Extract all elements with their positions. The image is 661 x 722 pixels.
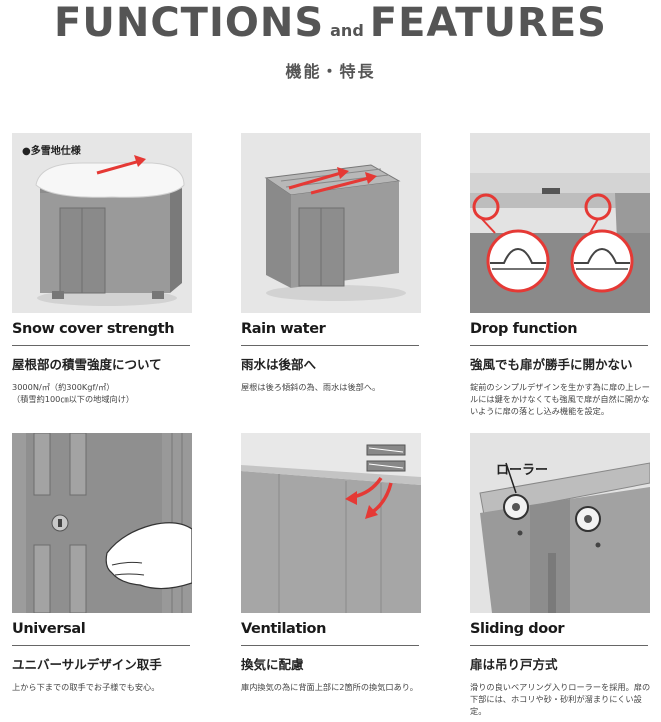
divider bbox=[470, 645, 648, 646]
title-features: FEATURES bbox=[369, 0, 607, 46]
roller-illustration: ローラー bbox=[470, 433, 650, 613]
feature-name: Snow cover strength bbox=[12, 321, 175, 337]
page-title: FUNCTIONS and FEATURES bbox=[0, 0, 661, 54]
roller-label: ローラー bbox=[496, 463, 549, 478]
feature-name: Rain water bbox=[241, 321, 326, 337]
feature-heading: 換気に配慮 bbox=[241, 657, 304, 672]
rain-shed-illustration bbox=[241, 133, 421, 313]
feature-name: Universal bbox=[12, 621, 86, 637]
divider bbox=[12, 645, 190, 646]
divider bbox=[241, 645, 419, 646]
feature-description: 3000N/㎡（約300Kgf/㎡） （積雪約100㎝以下の地域向け） bbox=[12, 382, 135, 404]
feature-heading: ユニバーサルデザイン取手 bbox=[12, 657, 162, 672]
feature-description: 庫内換気の為に背面上部に2箇所の換気口あり。 bbox=[241, 682, 418, 692]
feature-heading: 雨水は後部へ bbox=[241, 357, 317, 372]
feature-name: Sliding door bbox=[470, 621, 565, 637]
page-subtitle: 機能・特長 bbox=[285, 62, 376, 81]
feature-description: 錠前のシンプルデザインを生かす為に扉の上レー ルには鍵をかけなくても強風で扉が自… bbox=[470, 382, 650, 416]
feature-heading: 屋根部の積雪強度について bbox=[12, 357, 162, 372]
feature-heading: 扉は吊り戸方式 bbox=[470, 657, 558, 672]
vent-illustration bbox=[241, 433, 421, 613]
snow-shed-illustration: ●多雪地仕様 bbox=[12, 133, 192, 313]
door-rail-illustration bbox=[470, 133, 650, 313]
feature-description: 屋根は後ろ傾斜の為、雨水は後部へ。 bbox=[241, 382, 381, 392]
feature-heading: 強風でも扉が勝手に開かない bbox=[470, 357, 633, 372]
title-and: and bbox=[330, 21, 364, 40]
divider bbox=[241, 345, 419, 346]
title-functions: FUNCTIONS bbox=[54, 0, 325, 46]
feature-description: 滑りの良いベアリング入りローラーを採用。扉の 下部には、ホコリや砂・砂利が溜まり… bbox=[470, 682, 651, 716]
feature-description: 上から下までの取手でお子様でも安心。 bbox=[12, 682, 160, 692]
handle-illustration bbox=[12, 433, 192, 613]
feature-name: Drop function bbox=[470, 321, 578, 337]
snow-region-label: ●多雪地仕様 bbox=[22, 146, 81, 157]
divider bbox=[12, 345, 190, 346]
feature-name: Ventilation bbox=[241, 621, 327, 637]
divider bbox=[470, 345, 648, 346]
